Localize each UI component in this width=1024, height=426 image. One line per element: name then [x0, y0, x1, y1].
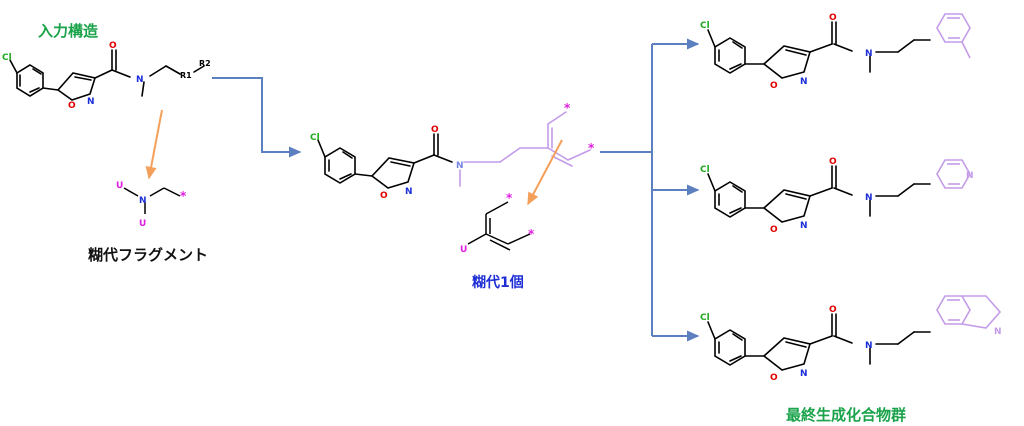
- atom-o: O: [770, 225, 778, 235]
- atom-n: N: [800, 369, 808, 379]
- atom-o: O: [829, 157, 837, 167]
- atom-o: O: [431, 125, 439, 135]
- atom-cl: Cl: [310, 133, 320, 143]
- product-2: Cl O N O N N: [700, 157, 974, 235]
- intermediate-atoms: Cl O N O N * *: [310, 101, 595, 201]
- scaffold-fragment: U N U *: [116, 181, 187, 229]
- atom-cl: Cl: [2, 53, 12, 63]
- atom-o: O: [770, 373, 778, 383]
- atom-star: *: [180, 189, 187, 203]
- atom-n: N: [865, 341, 873, 351]
- extract-arrow-1: [145, 109, 163, 180]
- scaffold-fragment-label: 糊代フラグメント: [88, 246, 209, 264]
- atom-o: O: [770, 81, 778, 91]
- atom-o: O: [380, 191, 388, 201]
- atom-star: *: [588, 141, 595, 155]
- atom-star: *: [528, 227, 535, 241]
- fanout-arrows: [600, 38, 700, 342]
- atom-n: N: [800, 221, 808, 231]
- atom-o: O: [829, 13, 837, 23]
- atom-n: N: [456, 161, 464, 171]
- atom-n-indole: N: [994, 327, 1002, 337]
- input-molecule: [9, 49, 205, 101]
- atom-r2: R2: [199, 59, 211, 68]
- atom-o: O: [829, 305, 837, 315]
- product-3: Cl O N O N N: [700, 295, 1002, 383]
- intermediate-fragment: [459, 111, 591, 187]
- atom-n: N: [405, 187, 413, 197]
- atom-n: N: [87, 97, 95, 107]
- flow-arrow-1: [212, 77, 302, 158]
- atom-star: *: [564, 101, 571, 115]
- atom-n: N: [865, 49, 873, 59]
- atom-n: N: [865, 193, 873, 203]
- atom-u: U: [139, 219, 146, 229]
- atom-u: U: [116, 181, 123, 191]
- input-molecule-atoms: Cl O N O N R1 R2: [2, 41, 211, 111]
- scaffold-one-label: 糊代1個: [472, 275, 524, 291]
- atom-o: O: [109, 41, 117, 51]
- atom-star: *: [506, 191, 513, 205]
- atom-r1: R1: [180, 71, 192, 80]
- atom-n-pyridine: N: [966, 171, 974, 181]
- scaffold-one: U * *: [460, 191, 535, 255]
- atom-cl: Cl: [700, 313, 710, 323]
- atom-u: U: [460, 245, 467, 255]
- extract-arrow-2: [527, 139, 563, 206]
- input-structure-label: 入力構造: [38, 22, 99, 40]
- final-products-label: 最終生成化合物群: [786, 406, 907, 424]
- product-1: Cl O N O N: [700, 13, 971, 91]
- atom-o: O: [68, 101, 76, 111]
- intermediate-molecule: [317, 133, 453, 189]
- atom-cl: Cl: [700, 21, 710, 31]
- atom-n: N: [139, 196, 147, 206]
- atom-n: N: [136, 75, 144, 85]
- atom-n: N: [800, 77, 808, 87]
- atom-cl: Cl: [700, 165, 710, 175]
